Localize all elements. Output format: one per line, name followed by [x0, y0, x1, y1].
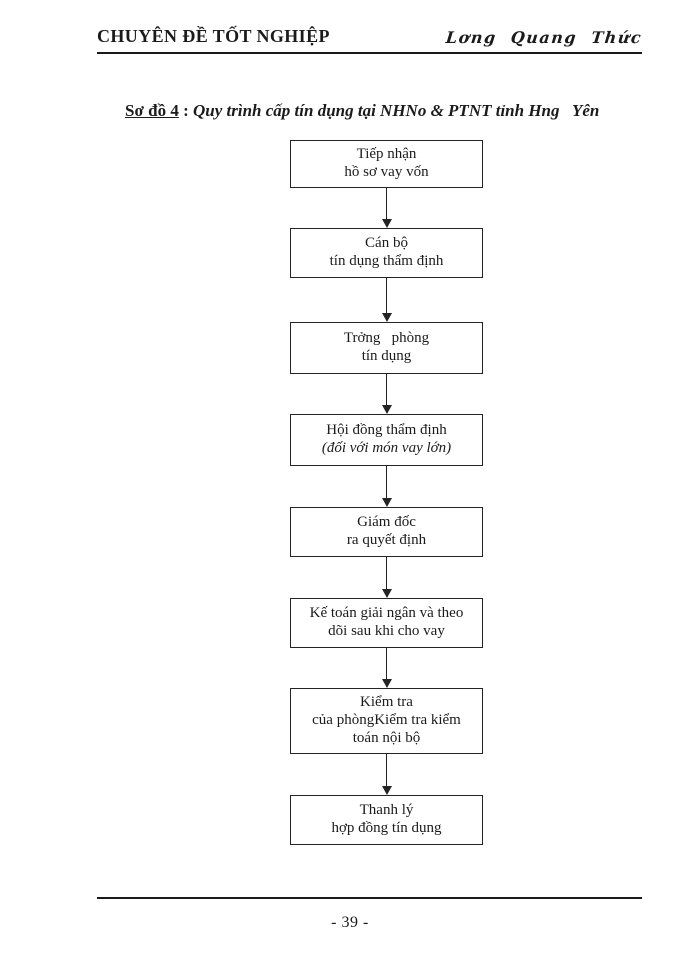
flow-step-text: tín dụng [361, 348, 412, 364]
flow-step-text: Tiếp nhận [356, 146, 417, 163]
arrow-down-icon [381, 589, 392, 598]
flow-connector [290, 278, 483, 322]
flow-step-text: hợp đồng tín dụng [331, 820, 442, 836]
flow-connector [290, 466, 483, 507]
flow-connector [290, 754, 483, 795]
flow-step-text: Kiểm tra [360, 694, 413, 711]
flow-step-text: Giám đốc [357, 514, 416, 531]
footer-divider [97, 897, 642, 899]
flow-step-text: tín dụng thẩm định [329, 253, 444, 269]
flow-step-receive-application: Tiếp nhận hồ sơ vay vốn [290, 140, 483, 188]
author-signature: Lơng Quang Thức [444, 28, 643, 47]
arrow-line [385, 557, 388, 590]
arrow-down-icon [381, 786, 392, 795]
arrow-line [385, 278, 388, 314]
flow-step-text: Thanh lý [359, 802, 414, 819]
flow-step-text: hồ sơ vay vốn [344, 164, 429, 180]
arrow-line [385, 648, 388, 680]
flow-step-accounting-disbursement: Kế toán giải ngân và theo dõi sau khi ch… [290, 598, 483, 648]
diagram-title-label: Sơ đồ 4 [125, 101, 179, 120]
flow-step-text: dõi sau khi cho vay [328, 623, 445, 639]
arrow-line [385, 466, 388, 499]
arrow-line [385, 374, 388, 406]
flow-step-note: (đối với món vay lớn) [321, 440, 452, 456]
diagram-title-text: Quy trình cấp tín dụng tại NHNo & PTNT t… [193, 101, 600, 120]
flow-step-appraisal-council: Hội đồng thẩm định (đối với món vay lớn) [290, 414, 483, 466]
flow-connector [290, 648, 483, 688]
flow-step-director-decision: Giám đốc ra quyết định [290, 507, 483, 557]
flow-step-internal-audit-check: Kiểm tra của phòngKiểm tra kiểm toán nội… [290, 688, 483, 754]
flow-step-contract-liquidation: Thanh lý hợp đồng tín dụng [290, 795, 483, 845]
document-title-header: CHUYÊN ĐỀ TỐT NGHIỆP [97, 26, 330, 46]
flow-step-text: toán nội bộ [352, 729, 421, 746]
flow-step-text: Cán bộ [365, 235, 408, 252]
page-header: CHUYÊN ĐỀ TỐT NGHIỆP Lơng Quang Thức [97, 26, 643, 54]
flow-step-text: ra quyết định [346, 532, 427, 548]
arrow-down-icon [381, 498, 392, 507]
page-number: - 39 - [331, 914, 369, 931]
diagram-title: Sơ đồ 4 : Quy trình cấp tín dụng tại NHN… [125, 101, 599, 121]
flow-step-text: Kế toán giải ngân và theo [309, 605, 464, 622]
arrow-line [385, 754, 388, 787]
arrow-down-icon [381, 219, 392, 228]
flow-step-text: Trởng phòng [343, 330, 430, 347]
flow-step-credit-department-head: Trởng phòng tín dụng [290, 322, 483, 374]
diagram-title-separator: : [178, 101, 193, 120]
arrow-down-icon [381, 679, 392, 688]
credit-process-flowchart: Tiếp nhận hồ sơ vay vốn Cán bộ tín dụng … [290, 140, 483, 845]
flow-step-credit-officer-appraisal: Cán bộ tín dụng thẩm định [290, 228, 483, 278]
flow-connector [290, 557, 483, 598]
arrow-line [385, 188, 388, 220]
arrow-down-icon [381, 405, 392, 414]
flow-connector [290, 188, 483, 228]
flow-step-text: của phòngKiểm tra kiểm [312, 712, 461, 729]
flow-step-text: Hội đồng thẩm định [326, 422, 447, 439]
flow-connector [290, 374, 483, 414]
arrow-down-icon [381, 313, 392, 322]
